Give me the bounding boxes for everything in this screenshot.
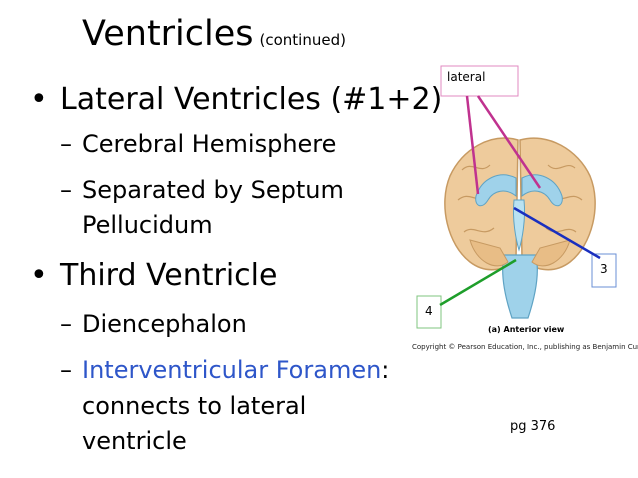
bullet-text: Lateral Ventricles (#1+2)	[60, 82, 443, 117]
subitem-text: :	[381, 356, 390, 384]
left-lateral-ventricle	[475, 174, 517, 207]
subitem-interventricular-foramen: –Interventricular Foramen:	[60, 356, 389, 384]
label-lateral: lateral	[443, 70, 490, 84]
slide-title-main: Ventricles	[82, 14, 254, 54]
dash: –	[60, 130, 72, 158]
pointer-lateral-left	[465, 95, 480, 195]
subitem-septum: –Separated by Septum	[60, 176, 344, 204]
dash: –	[60, 356, 72, 384]
bullet-dot: •	[30, 82, 48, 117]
pointer-4	[439, 258, 517, 307]
subitem-text: Cerebral Hemisphere	[82, 130, 337, 158]
bullet-text: Third Ventricle	[60, 258, 278, 293]
brainstem	[502, 254, 538, 319]
dash: –	[60, 176, 72, 204]
bullet-lateral-ventricles: • Lateral Ventricles (#1+2)	[30, 82, 442, 117]
subitem-cerebral-hemisphere: –Cerebral Hemisphere	[60, 130, 336, 158]
subitem-text: Diencephalon	[82, 310, 247, 338]
slide-title-sub: (continued)	[259, 31, 346, 49]
bullet-dot: •	[30, 258, 48, 293]
subitem-text-line3: ventricle	[82, 427, 187, 455]
pointer-3	[513, 206, 601, 260]
figure-caption: (a) Anterior view	[488, 325, 565, 334]
dash: –	[60, 310, 72, 338]
subitem-text: Separated by Septum	[82, 176, 344, 204]
subitem-foramen-line2: connects to lateral	[82, 392, 306, 420]
subitem-foramen-line3: ventricle	[82, 427, 187, 455]
pointer-lateral-right	[476, 95, 542, 189]
slide-title: Ventricles (continued)	[82, 14, 346, 54]
brain-illustration	[444, 137, 596, 319]
bullet-third-ventricle: • Third Ventricle	[30, 258, 277, 293]
copyright-text: Copyright © Pearson Education, Inc., pub…	[412, 343, 638, 351]
subitem-septum-line2: Pellucidum	[82, 211, 213, 239]
page-reference: pg 376	[510, 419, 556, 434]
right-lateral-ventricle	[521, 174, 563, 207]
subitem-diencephalon: –Diencephalon	[60, 310, 247, 338]
label-4: 4	[421, 304, 437, 318]
subitem-text-line2: Pellucidum	[82, 211, 213, 239]
subitem-text-line2: connects to lateral	[82, 392, 307, 420]
highlight-term: Interventricular Foramen	[82, 356, 382, 384]
label-3: 3	[596, 262, 612, 276]
